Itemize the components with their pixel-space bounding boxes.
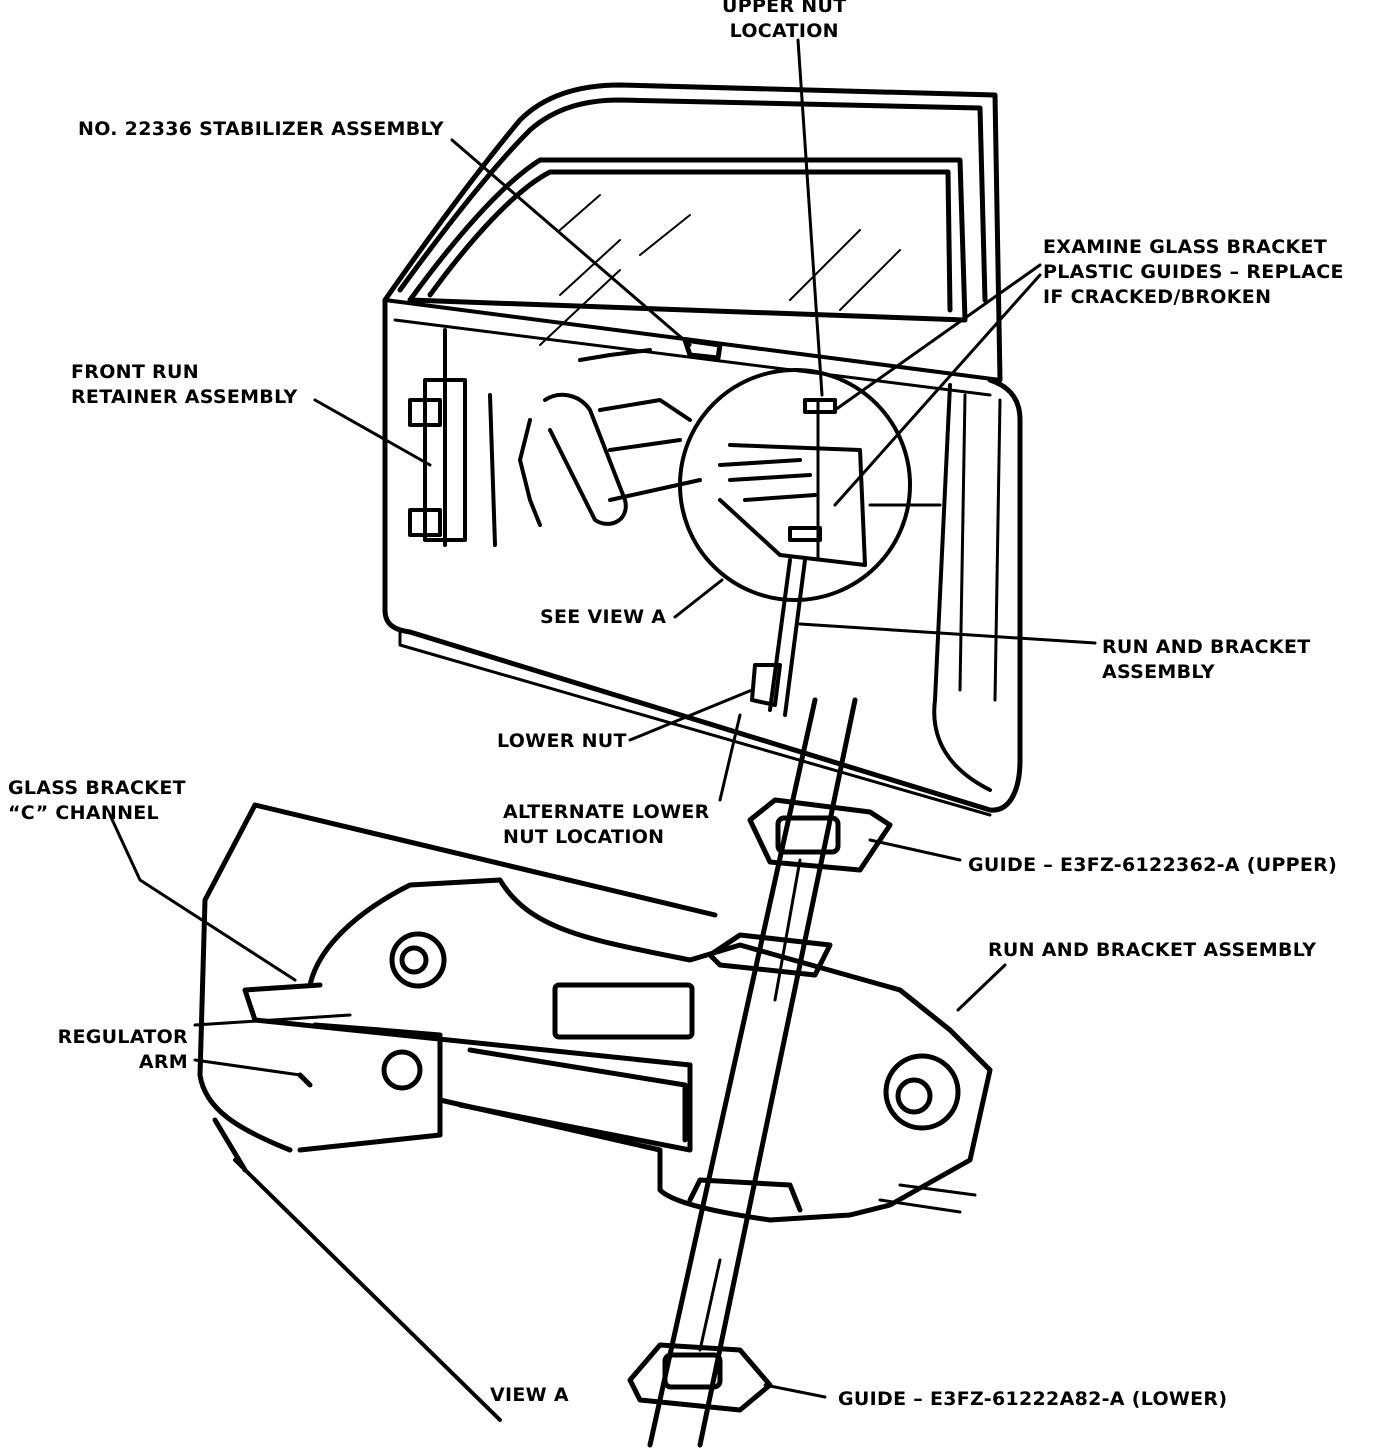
right-track-lines xyxy=(878,1183,977,1214)
label-guide-lower: GUIDE – E3FZ-61222A82-A (LOWER) xyxy=(838,1387,1227,1412)
label-alternate-lower-nut: ALTERNATE LOWER NUT LOCATION xyxy=(503,800,710,850)
label-line: PLASTIC GUIDES – REPLACE xyxy=(1043,261,1344,283)
label-line: LOCATION xyxy=(729,20,839,42)
label-examine-guides: EXAMINE GLASS BRACKET PLASTIC GUIDES – R… xyxy=(1043,235,1376,310)
label-line: ARM xyxy=(138,1051,188,1073)
door-outline xyxy=(382,82,1023,817)
label-run-bracket-lower: RUN AND BRACKET ASSEMBLY xyxy=(988,938,1316,963)
stabilizer-part xyxy=(682,337,723,361)
label-guide-upper: GUIDE – E3FZ-6122362-A (UPPER) xyxy=(968,853,1337,878)
regulator-mechanism xyxy=(518,348,702,527)
label-run-bracket-upper: RUN AND BRACKET ASSEMBLY xyxy=(1102,635,1311,685)
label-line: RUN AND BRACKET ASSEMBLY xyxy=(988,939,1317,961)
label-line: SEE VIEW A xyxy=(540,606,667,628)
window-glass-hatch xyxy=(539,194,901,346)
label-line: UPPER NUT xyxy=(722,0,847,17)
label-see-view-a: SEE VIEW A xyxy=(540,605,666,630)
label-line: VIEW A xyxy=(490,1384,569,1406)
run-rod xyxy=(750,558,807,717)
label-stabilizer-assembly: NO. 22336 STABILIZER ASSEMBLY xyxy=(78,117,444,142)
front-run-retainer xyxy=(408,328,497,547)
label-line: FRONT RUN xyxy=(71,361,199,383)
label-line: ASSEMBLY xyxy=(1102,661,1215,683)
label-line: NUT LOCATION xyxy=(503,826,665,848)
label-view-a: VIEW A xyxy=(490,1383,569,1408)
label-line: GUIDE – E3FZ-6122362-A (UPPER) xyxy=(968,854,1338,876)
label-line: ALTERNATE LOWER xyxy=(503,801,710,823)
label-line: EXAMINE GLASS BRACKET xyxy=(1043,236,1328,258)
label-front-run-retainer: FRONT RUN RETAINER ASSEMBLY xyxy=(71,360,298,410)
label-line: GLASS BRACKET xyxy=(8,777,186,799)
run-rod-lower xyxy=(647,697,858,1448)
label-line: “C” CHANNEL xyxy=(8,802,159,824)
label-glass-bracket-channel: GLASS BRACKET “C” CHANNEL xyxy=(8,776,186,826)
label-lower-nut: LOWER NUT xyxy=(497,729,627,754)
label-upper-nut-location: UPPER NUT LOCATION xyxy=(722,0,847,44)
view-a-circle xyxy=(678,368,942,602)
label-line: IF CRACKED/BROKEN xyxy=(1043,286,1272,308)
label-line: RUN AND BRACKET xyxy=(1102,636,1311,658)
label-line: REGULATOR xyxy=(57,1026,188,1048)
label-line: NO. 22336 STABILIZER ASSEMBLY xyxy=(78,118,444,140)
view-a-detail xyxy=(197,797,993,1422)
leader-lines xyxy=(108,38,1097,1399)
label-line: GUIDE – E3FZ-61222A82-A (LOWER) xyxy=(838,1388,1228,1410)
label-line: RETAINER ASSEMBLY xyxy=(71,386,298,408)
label-regulator-arm: REGULATOR ARM xyxy=(40,1025,188,1075)
label-line: LOWER NUT xyxy=(497,730,627,752)
